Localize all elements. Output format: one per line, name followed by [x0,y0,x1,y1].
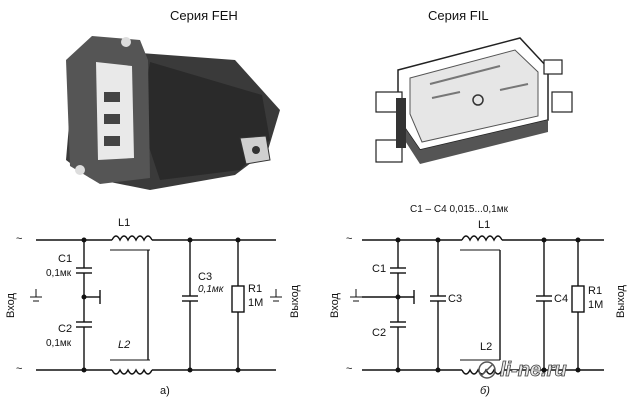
circuit-a-l1-label: L1 [118,217,130,229]
circuit-a-l2-coil [111,368,153,375]
circuit-a-c3-label: C3 [198,271,212,283]
circuit-b-l1-label: L1 [478,219,490,231]
watermark-logo-icon [478,361,496,379]
circuit-a-input-label: Вход [5,293,17,318]
circuit-b-l1-coil [461,235,503,242]
circuit-a-input-ground [30,289,42,302]
circuit-a-r1-value: 1M [248,297,263,309]
circuit-a-l2-label: L2 [118,339,130,351]
circuit-b-c1-label: C1 [372,263,386,275]
feh-filter-photo [66,36,280,190]
circuit-b-c4-label: C4 [554,293,568,305]
circuit-a-c2-label: C2 [58,323,72,335]
circuit-b-c3-label: C3 [448,293,462,305]
circuit-a-r1-label: R1 [248,283,262,295]
circuit-a-output-label: Выход [289,285,301,318]
fil-filter-photo [375,37,573,164]
circuit-b-c2-label: C2 [372,327,386,339]
circuit-a-c3-value: 0,1мк [198,284,225,295]
circuit-a-c2-value: 0,1мк [46,338,72,349]
circuit-a-c1-label: C1 [58,253,72,265]
circuit-b-caption: б) [480,385,490,397]
circuit-b-r1-label: R1 [588,285,602,297]
circuit-a-caption: а) [160,385,170,397]
circuit-a-c1-value: 0,1мк [46,268,72,279]
watermark: li-ne.ru [478,359,567,381]
circuit-a: ~ ~ Вход L1 L2 [5,217,301,397]
right-photo-title: Серия FIL [428,8,489,23]
circuit-b-note: C1 – C4 0,015...0,1мк [410,204,509,215]
circuit-a-output-ground [270,289,282,302]
circuit-b-l2-label: L2 [480,341,492,353]
circuit-a-tilde-top: ~ [16,233,22,245]
circuit-b-tilde-top: ~ [346,233,352,245]
circuit-b-input-label: Вход [329,293,341,318]
circuit-a-l1-coil [111,235,153,242]
circuit-b: C1 – C4 0,015...0,1мк ~ ~ Вход L1 L2 [329,204,627,397]
circuit-b-input-ground [350,289,362,302]
circuit-b-output-label: Выход [615,285,627,318]
circuit-a-tilde-bottom: ~ [16,363,22,375]
left-photo-title: Серия FEH [170,8,238,23]
circuit-b-l2-coil [461,368,503,375]
watermark-text: li-ne.ru [500,359,567,381]
circuit-b-tilde-bottom: ~ [346,363,352,375]
circuit-b-r1-value: 1M [588,299,603,311]
